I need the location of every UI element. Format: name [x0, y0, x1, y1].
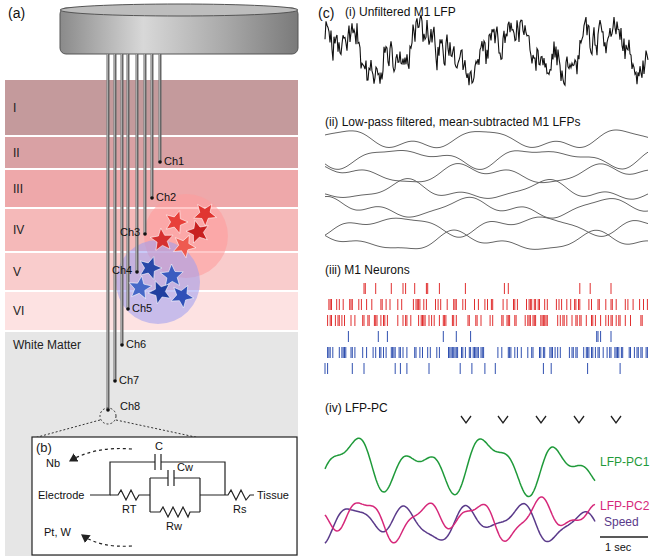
trace-title: (iii) M1 Neurons	[325, 264, 410, 277]
panel-letter: (c)	[318, 6, 334, 21]
cortical-layer-band: White Matter (b)	[5, 332, 298, 556]
resistor-label: RT	[122, 503, 136, 515]
layer-label: III	[13, 182, 23, 196]
layer-label: IV	[13, 223, 24, 237]
capacitor-label: Cw	[177, 461, 193, 473]
terminal-label: Electrode	[38, 489, 84, 501]
layer-label: VI	[13, 304, 24, 318]
trace-title: (i) Unfiltered M1 LFP	[345, 6, 456, 19]
channel-label: Ch3	[120, 226, 140, 238]
layer-label: V	[13, 265, 21, 279]
channel-label: Ch5	[132, 302, 152, 314]
channel-label: Ch6	[126, 338, 146, 350]
capacitor-label: C	[155, 440, 163, 452]
terminal-label: Tissue	[257, 489, 289, 501]
material-label: Nb	[46, 457, 60, 469]
cortical-layer-band: II	[5, 137, 298, 168]
layer-label: White Matter	[13, 338, 81, 352]
trace-label: LFP-PC1	[600, 456, 649, 469]
channel-label: Ch2	[156, 191, 176, 203]
scale-bar-label: 1 sec	[605, 541, 631, 553]
resistor-label: Rw	[166, 520, 182, 532]
trace-label: LFP-PC2	[600, 500, 649, 513]
resistor-label: Rs	[233, 503, 246, 515]
channel-label: Ch1	[164, 155, 184, 167]
cortical-layer-band: III	[5, 170, 298, 207]
panel-letter: (a)	[8, 6, 25, 21]
layer-label: I	[13, 101, 16, 115]
channel-label: Ch7	[119, 374, 139, 386]
channel-label: Ch8	[120, 400, 140, 412]
panel-letter: (b)	[36, 440, 52, 455]
trace-label: Speed	[604, 516, 639, 529]
channel-label: Ch4	[112, 264, 132, 276]
material-label: Pt, W	[44, 526, 71, 538]
trace-title: (ii) Low-pass filtered, mean-subtracted …	[325, 116, 580, 129]
layer-label: II	[13, 146, 20, 160]
trace-title: (iv) LFP-PC	[325, 402, 388, 415]
cortical-layer-band: I	[5, 80, 298, 135]
cortical-layer-band: IV	[5, 209, 298, 251]
cortical-layer-band: V	[5, 253, 298, 290]
